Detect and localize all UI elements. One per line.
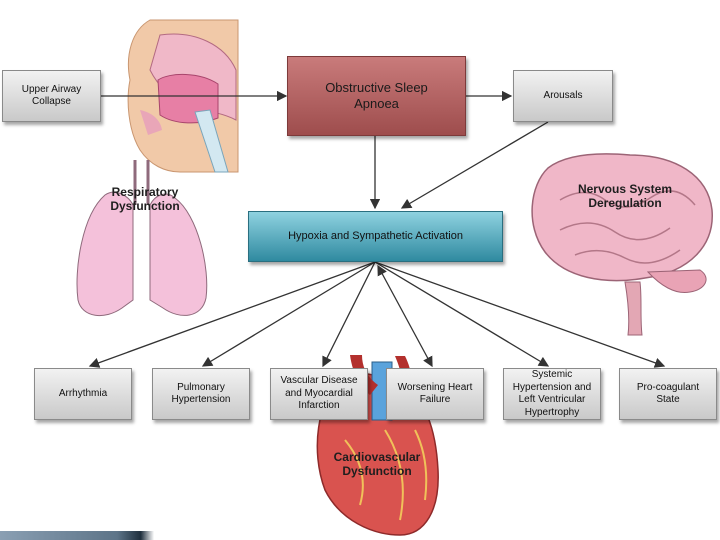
hypoxia-box: Hypoxia and Sympathetic Activation (248, 211, 503, 262)
arrow-to-procoagulant (374, 261, 666, 368)
arrow-to-arrhythmia (88, 261, 376, 368)
brain-illustration (531, 153, 713, 336)
systemic-box: Systemic Hypertension and Left Ventricul… (503, 368, 601, 420)
pulmonary-box: Pulmonary Hypertension (152, 368, 250, 420)
cardiovascular-label: Cardiovascular Dysfunction (333, 450, 421, 479)
heart-failure-box: Worsening Heart Failure (386, 368, 484, 420)
arousals-box: Arousals (513, 70, 613, 122)
arrow-arousals-to-hypoxia (400, 121, 549, 209)
vascular-box: Vascular Disease and Myocardial Infarcti… (270, 368, 368, 420)
arrow-to-systemic (374, 261, 550, 367)
footer-bar (0, 531, 335, 540)
arrhythmia-box: Arrhythmia (34, 368, 132, 420)
nervous-system-label: Nervous System Deregulation (577, 182, 673, 211)
arrow-to-heart-failure (377, 264, 433, 368)
lungs-illustration (76, 160, 208, 316)
osa-box: Obstructive Sleep Apnoea (287, 56, 466, 136)
arrow-to-pulmonary (201, 261, 376, 367)
procoagulant-box: Pro-coagulant State (619, 368, 717, 420)
arrow-to-vascular (322, 261, 376, 368)
upper-airway-box: Upper Airway Collapse (2, 70, 101, 122)
respiratory-label: Respiratory Dysfunction (110, 185, 180, 214)
